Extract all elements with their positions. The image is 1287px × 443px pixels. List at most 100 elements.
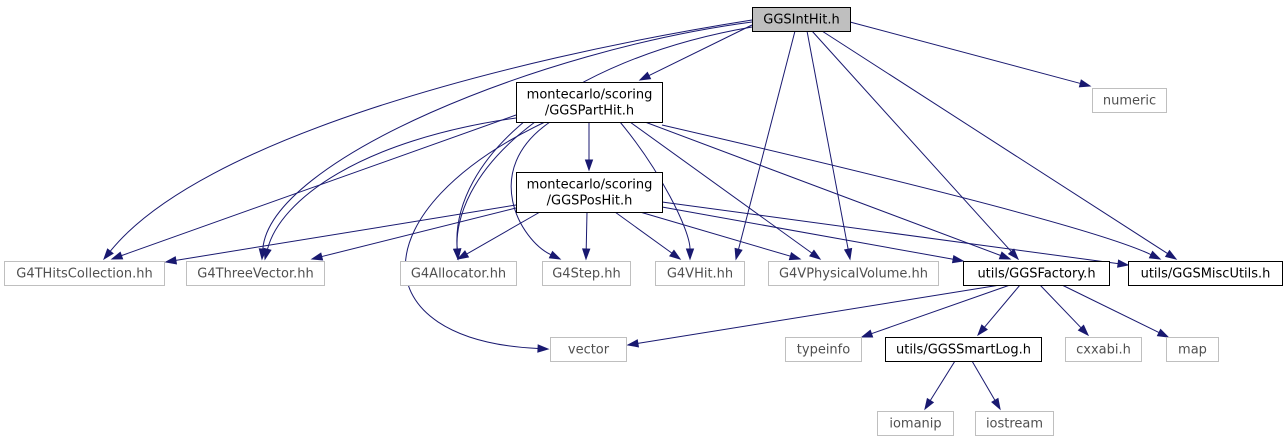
edge-ggsinthit-to-g4thitscollection [103, 19, 753, 261]
edge-ggsparthit-to-g4threevector [263, 117, 517, 261]
edge-layer [103, 19, 1178, 411]
node-box [542, 261, 631, 286]
node-box [516, 172, 663, 213]
arrowhead [977, 324, 988, 337]
node-g4vphysicalvolume: G4VPhysicalVolume.hh [768, 261, 939, 286]
arrowhead [991, 397, 1001, 411]
edge-line [1061, 284, 1160, 334]
node-box [752, 7, 851, 32]
node-label: montecarlo/scoring [527, 178, 653, 193]
node-box [550, 337, 627, 362]
node-ggsmiscutils[interactable]: utils/GGSMiscUtils.h [1128, 261, 1283, 286]
edge-ggsposhit-to-ggsmiscutils [661, 201, 1130, 268]
edge-line [321, 207, 517, 258]
node-iostream: iostream [975, 411, 1054, 436]
arrowhead [1007, 248, 1020, 261]
node-box [1166, 337, 1219, 362]
edge-ggssmartlog-to-iostream [971, 360, 1001, 411]
edge-ggssmartlog-to-iomanip [924, 360, 956, 411]
edge-line [629, 121, 813, 254]
arrowhead [456, 250, 470, 260]
arrowhead [1078, 79, 1092, 88]
node-layer: GGSIntHit.hmontecarlo/scoring/GGSPartHit… [4, 7, 1283, 436]
edge-ggsparthit-to-g4allocator [453, 121, 536, 261]
node-cxxabi: cxxabi.h [1065, 337, 1142, 362]
edge-ggsparthit-to-ggsposhit [584, 122, 594, 172]
arrowhead [548, 250, 562, 260]
edge-line [871, 284, 1011, 335]
edge-ggsparthit-to-ggsmiscutils [661, 124, 1162, 260]
node-box [877, 411, 954, 436]
node-ggsposhit[interactable]: montecarlo/scoring/GGSPosHit.h [516, 172, 663, 213]
arrowhead [685, 248, 695, 261]
arrowhead [626, 339, 640, 348]
arrowhead [263, 247, 272, 261]
arrowhead [1156, 328, 1170, 338]
edge-ggsinthit-to-g4allocator [452, 26, 753, 261]
edge-ggsparthit-to-g4vphysicalvolume [629, 121, 822, 260]
arrowhead [860, 329, 874, 338]
node-ggsfactory[interactable]: utils/GGSFactory.h [963, 261, 1110, 286]
arrowhead [582, 248, 591, 261]
edge-line [466, 211, 541, 255]
node-box [1092, 88, 1167, 113]
node-label: numeric [1103, 94, 1156, 109]
edge-line [585, 211, 588, 250]
edge-line [984, 284, 1021, 328]
node-box [885, 337, 1042, 362]
edge-ggsinthit-to-ggsmiscutils [821, 30, 1178, 260]
node-label: G4Allocator.hh [411, 267, 506, 282]
arrowhead [734, 247, 743, 261]
edge-line [738, 30, 796, 250]
edge-line [614, 211, 673, 254]
node-label: vector [568, 343, 610, 358]
edge-line [661, 201, 1119, 265]
edge-ggsposhit-to-g4vhit [614, 211, 682, 260]
node-typeinfo: typeinfo [785, 337, 862, 362]
arrowhead [584, 159, 594, 172]
edge-ggsposhit-to-g4thitscollection [164, 204, 517, 265]
node-box [785, 337, 862, 362]
edge-line [109, 19, 753, 252]
node-box [4, 261, 165, 286]
edge-line [1039, 284, 1082, 329]
arrowhead [1077, 324, 1090, 337]
node-ggssmartlog[interactable]: utils/GGSSmartLog.h [885, 337, 1042, 362]
edge-line [175, 204, 517, 261]
node-ggsparthit[interactable]: montecarlo/scoring/GGSPartHit.h [516, 82, 663, 123]
arrowhead [669, 249, 682, 260]
edge-ggsfactory-to-typeinfo [860, 284, 1011, 338]
arrowhead [103, 248, 114, 261]
node-box [516, 82, 663, 123]
node-g4thitscollection: G4THitsCollection.hh [4, 261, 165, 286]
edge-ggsinthit-to-ggsparthit [638, 24, 753, 81]
edge-line [661, 206, 954, 260]
node-label: G4VPhysicalVolume.hh [779, 267, 928, 282]
edge-line [806, 30, 849, 250]
edge-line [405, 121, 546, 350]
node-label: iomanip [889, 417, 941, 432]
node-label: iostream [986, 417, 1043, 432]
node-box [1128, 261, 1283, 286]
edge-ggsparthit-to-g4vhit [619, 121, 695, 261]
edge-ggsposhit-to-g4vphysicalvolume [639, 211, 802, 261]
node-box [655, 261, 745, 286]
edge-line [262, 21, 753, 250]
edge-line [821, 30, 1168, 255]
arrowhead [537, 344, 550, 353]
edge-ggsinthit-to-g4vhit [734, 30, 796, 261]
arrowhead [310, 252, 324, 261]
node-label: utils/GGSFactory.h [977, 267, 1095, 282]
edge-line [929, 360, 956, 401]
edge-ggsfactory-to-ggssmartlog [977, 284, 1021, 337]
node-box [975, 411, 1054, 436]
node-label: cxxabi.h [1076, 343, 1131, 358]
node-g4step: G4Step.hh [542, 261, 631, 286]
edge-line [639, 211, 791, 257]
edge-line [266, 117, 517, 250]
edge-line [619, 121, 691, 250]
node-numeric: numeric [1092, 88, 1167, 113]
edge-ggsparthit-to-g4step [510, 121, 562, 260]
arrowhead [951, 255, 965, 264]
arrowhead [924, 397, 935, 411]
